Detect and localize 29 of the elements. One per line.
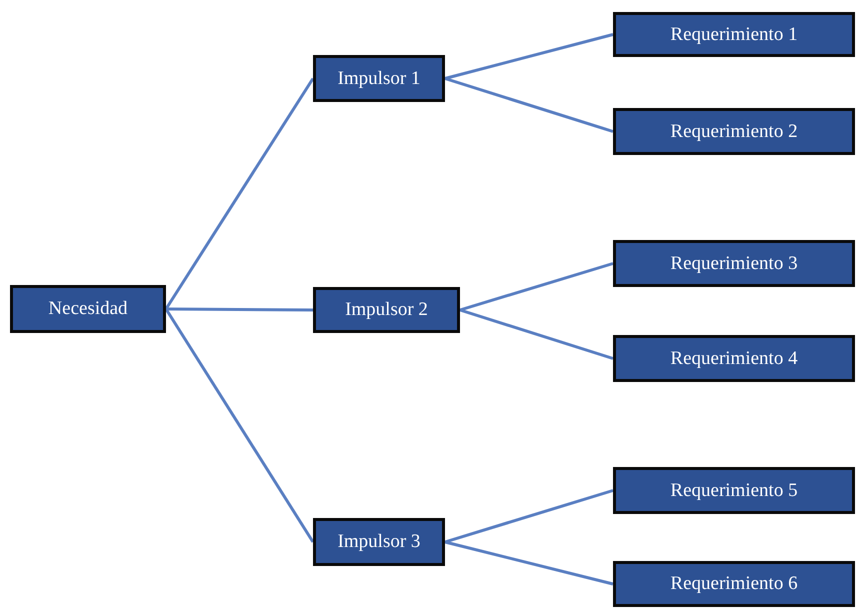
process-box — [613, 561, 855, 607]
box-label: Necesidad — [48, 298, 128, 320]
box-label: Requerimiento 2 — [670, 120, 798, 142]
process-box — [613, 108, 855, 155]
connector-line — [164, 308, 314, 543]
process-box — [613, 335, 855, 382]
process-box — [313, 55, 445, 102]
connector-line — [166, 308, 313, 312]
connector-line — [444, 33, 614, 80]
process-box — [613, 240, 855, 287]
box-label: Requerimiento 3 — [670, 252, 798, 274]
box-label: Requerimiento 6 — [670, 573, 798, 595]
box-label: Impulsor 1 — [338, 68, 420, 90]
box-label: Impulsor 3 — [338, 531, 420, 553]
connector-line — [444, 540, 614, 586]
box-label: Requerimiento 4 — [670, 348, 798, 370]
connector-line — [444, 489, 614, 544]
process-box — [313, 518, 445, 566]
connector-line — [444, 77, 614, 133]
process-box — [10, 285, 166, 333]
box-label: Impulsor 2 — [345, 299, 428, 321]
connector-line — [164, 78, 314, 310]
process-box — [313, 287, 460, 333]
connector-line — [460, 262, 614, 312]
box-label: Requerimiento 5 — [670, 480, 798, 502]
process-box — [613, 12, 855, 57]
box-label: Requerimiento 1 — [670, 24, 798, 46]
connector-line — [460, 308, 614, 360]
process-box — [613, 467, 855, 514]
